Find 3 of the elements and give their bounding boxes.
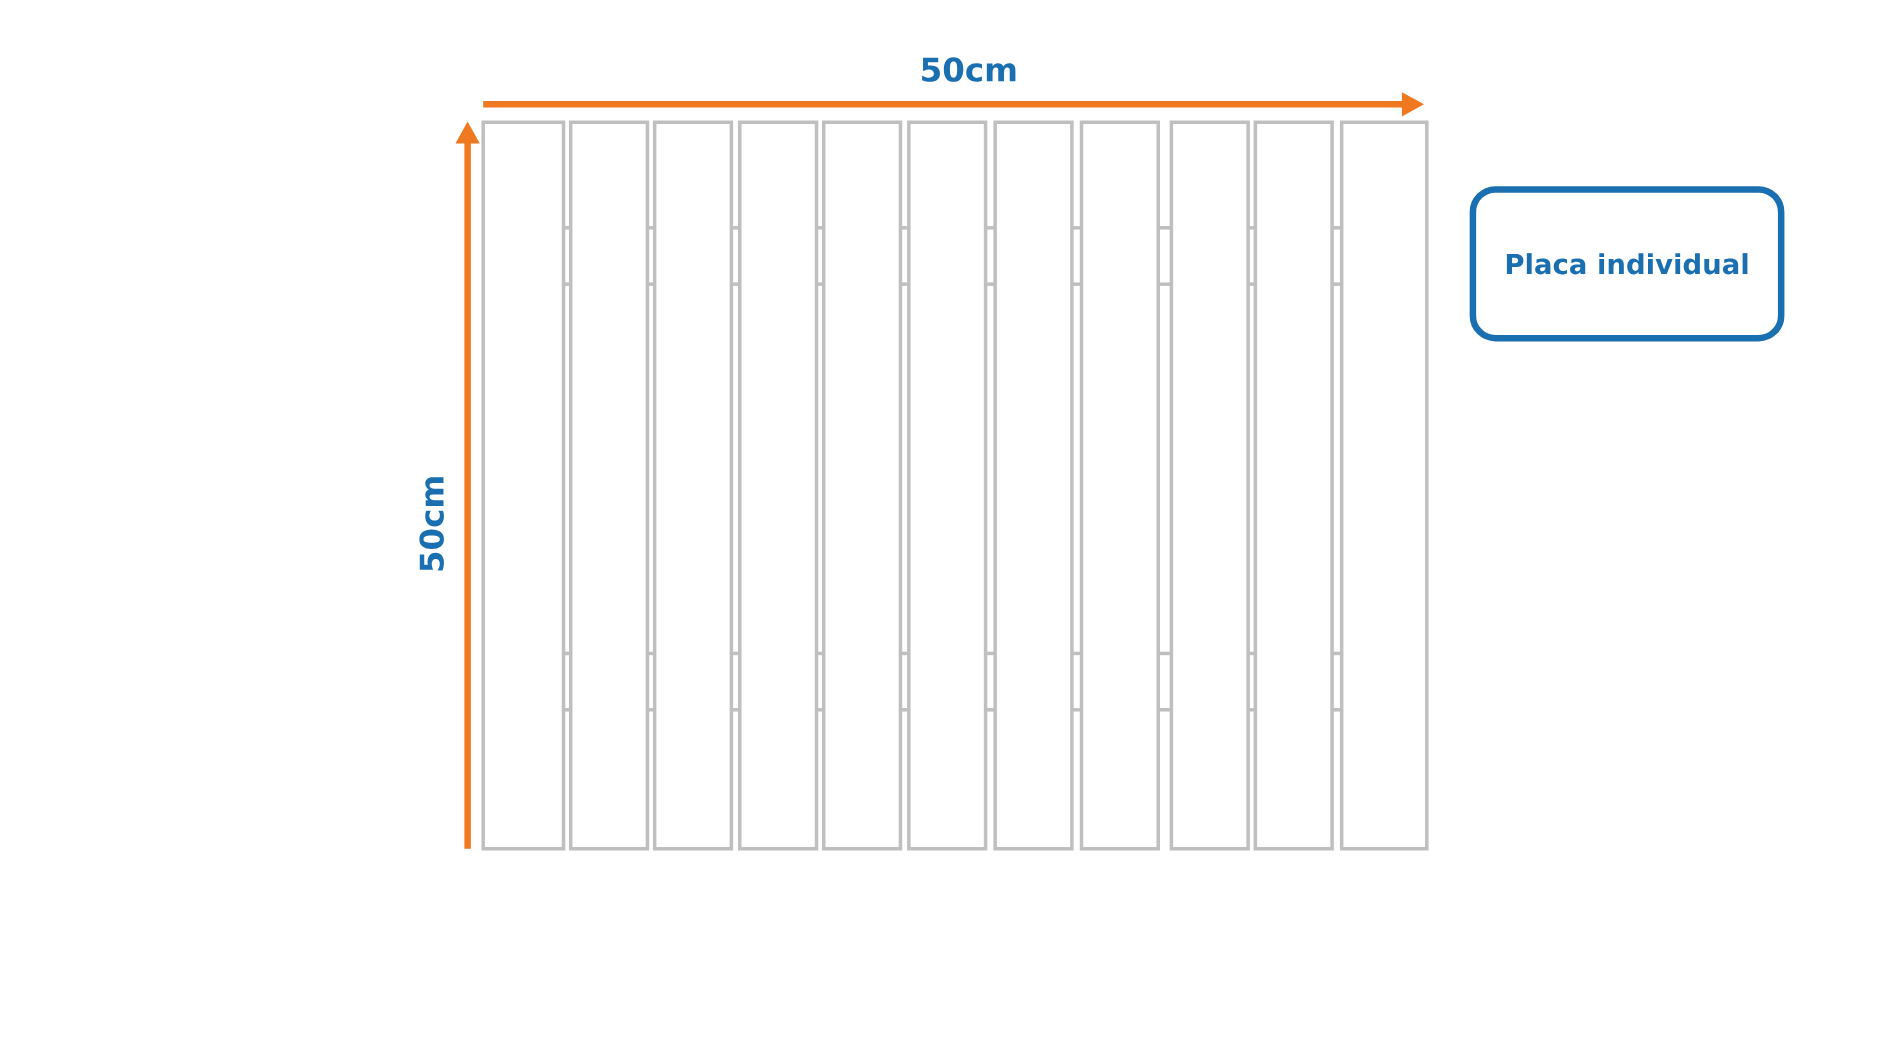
label-box: Placa individual: [1469, 186, 1785, 342]
dimension-label: 50cm: [419, 477, 444, 571]
dimension-label: 50cm: [922, 57, 1016, 82]
